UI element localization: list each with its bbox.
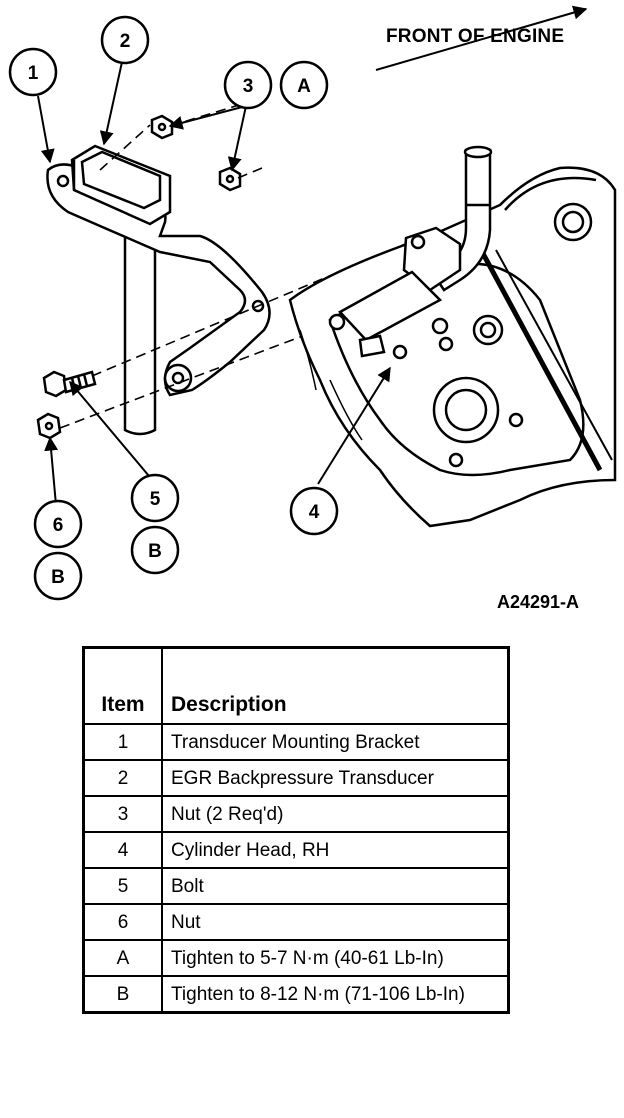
callout-1: 1 — [8, 47, 58, 97]
legend-header-row: Item Description — [82, 646, 510, 725]
exploded-view-diagram: 1 2 3 A 4 5 B 6 B — [8, 5, 617, 601]
item-cell: 2 — [82, 759, 163, 797]
figure-id: A24291-A — [497, 592, 580, 612]
svg-text:A: A — [297, 76, 311, 97]
svg-text:2: 2 — [120, 31, 131, 52]
description-cell: Transducer Mounting Bracket — [161, 723, 510, 761]
front-of-engine-label: FRONT OF ENGINE — [386, 26, 565, 47]
item-cell: 4 — [82, 831, 163, 869]
description-cell: Nut — [161, 903, 510, 941]
item-cell: 3 — [82, 795, 163, 833]
nut-lower — [36, 412, 62, 440]
svg-text:6: 6 — [53, 515, 64, 536]
description-cell: EGR Backpressure Transducer — [161, 759, 510, 797]
nut-right — [218, 166, 242, 192]
svg-text:4: 4 — [309, 502, 320, 523]
nut-upper — [150, 114, 174, 140]
callout-6: 6 — [33, 499, 83, 549]
callout-B-bolt: B — [130, 525, 180, 575]
cylinder-head-rh — [288, 166, 617, 528]
item-cell: A — [82, 939, 163, 977]
bolt — [42, 370, 97, 398]
description-cell: Tighten to 8-12 N·m (71-106 Lb-In) — [161, 975, 510, 1014]
svg-text:5: 5 — [150, 489, 161, 510]
svg-text:B: B — [148, 541, 162, 562]
description-cell: Bolt — [161, 867, 510, 905]
svg-text:3: 3 — [243, 76, 254, 97]
svg-text:B: B — [51, 567, 65, 588]
callout-4: 4 — [289, 486, 339, 536]
item-column-header: Item — [82, 646, 163, 725]
description-cell: Tighten to 5-7 N·m (40-61 Lb-In) — [161, 939, 510, 977]
callout-5: 5 — [130, 473, 180, 523]
svg-text:1: 1 — [28, 63, 39, 84]
description-cell: Nut (2 Req'd) — [161, 795, 510, 833]
front-of-engine-arrow — [375, 5, 588, 71]
item-cell: 6 — [82, 903, 163, 941]
leader-lines — [37, 61, 391, 506]
egr-backpressure-transducer — [70, 144, 172, 226]
item-cell: 1 — [82, 723, 163, 761]
description-cell: Cylinder Head, RH — [161, 831, 510, 869]
callout-A: A — [279, 60, 329, 110]
callout-2: 2 — [100, 15, 150, 65]
description-column-header: Description — [161, 646, 510, 725]
callout-3: 3 — [223, 60, 273, 110]
callout-B-nut: B — [33, 551, 83, 601]
item-cell: 5 — [82, 867, 163, 905]
egr-tube — [328, 145, 493, 358]
item-cell: B — [82, 975, 163, 1014]
